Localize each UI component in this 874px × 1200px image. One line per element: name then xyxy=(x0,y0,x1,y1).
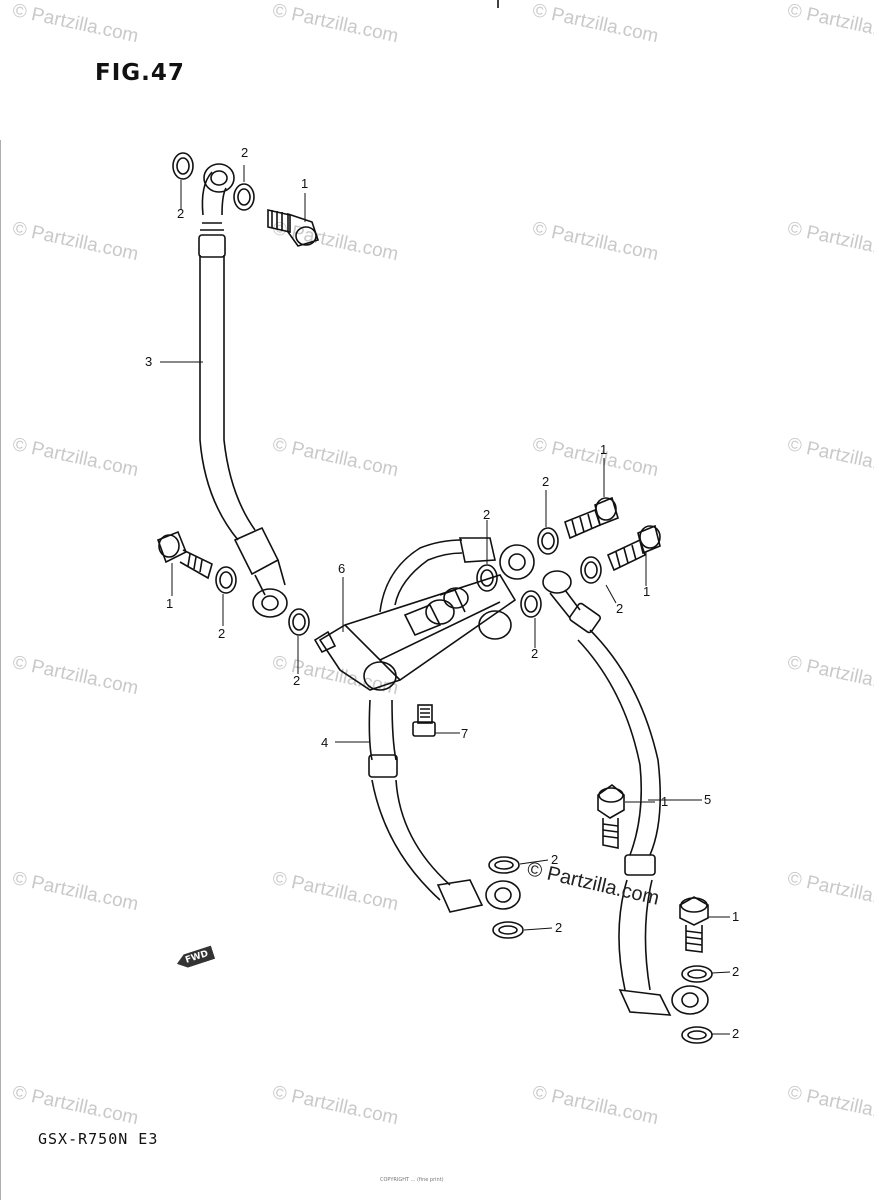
callout-label: 2 xyxy=(218,626,226,641)
callout-label: 2 xyxy=(542,474,550,489)
footer-fine-print: COPYRIGHT ... (fine print) xyxy=(380,1177,444,1183)
callout-label: 1 xyxy=(166,596,174,611)
callout-label: 4 xyxy=(321,735,329,750)
callout-label: 2 xyxy=(732,1026,740,1041)
callout-label: 2 xyxy=(616,601,624,616)
washer xyxy=(172,152,194,180)
callout-label: 1 xyxy=(643,584,651,599)
banjo-bolt-1-lower-right xyxy=(679,896,709,953)
callout-label: 1 xyxy=(732,909,740,924)
banjo-bolt-1-right xyxy=(606,524,661,572)
callout-label: 1 xyxy=(661,794,669,809)
callout-label: 7 xyxy=(461,726,469,741)
callout-label: 2 xyxy=(732,964,740,979)
callout-label: 5 xyxy=(704,792,712,807)
banjo-bolt-1-right-upper xyxy=(564,496,619,540)
callout-label: 1 xyxy=(600,442,608,457)
brake-hose-5 xyxy=(542,570,709,1016)
banjo-bolt-1 xyxy=(267,208,320,247)
callout-label: 2 xyxy=(555,920,563,935)
callout-label: 2 xyxy=(293,673,301,688)
bleeder-screw-7 xyxy=(412,704,436,737)
banjo-bolt-1-lower xyxy=(597,783,625,849)
callout-label: 1 xyxy=(301,176,309,191)
banjo-bolt-1-left xyxy=(156,530,213,580)
callout-label: 2 xyxy=(177,206,185,221)
model-code: GSX-R750N E3 xyxy=(38,1130,159,1148)
washer xyxy=(233,183,255,211)
brake-hose-crossover xyxy=(379,537,535,613)
callout-label: 2 xyxy=(483,507,491,522)
callout-label: 3 xyxy=(145,354,153,369)
callout-label: 2 xyxy=(551,852,559,867)
brake-hose-joint-6 xyxy=(313,574,517,691)
brake-hose-4 xyxy=(368,699,521,913)
callout-label: 2 xyxy=(531,646,539,661)
brake-hose-3 xyxy=(198,163,288,618)
callout-label: 2 xyxy=(241,145,249,160)
figure-label: FIG.47 xyxy=(95,60,185,86)
callout-label: 6 xyxy=(338,561,346,576)
